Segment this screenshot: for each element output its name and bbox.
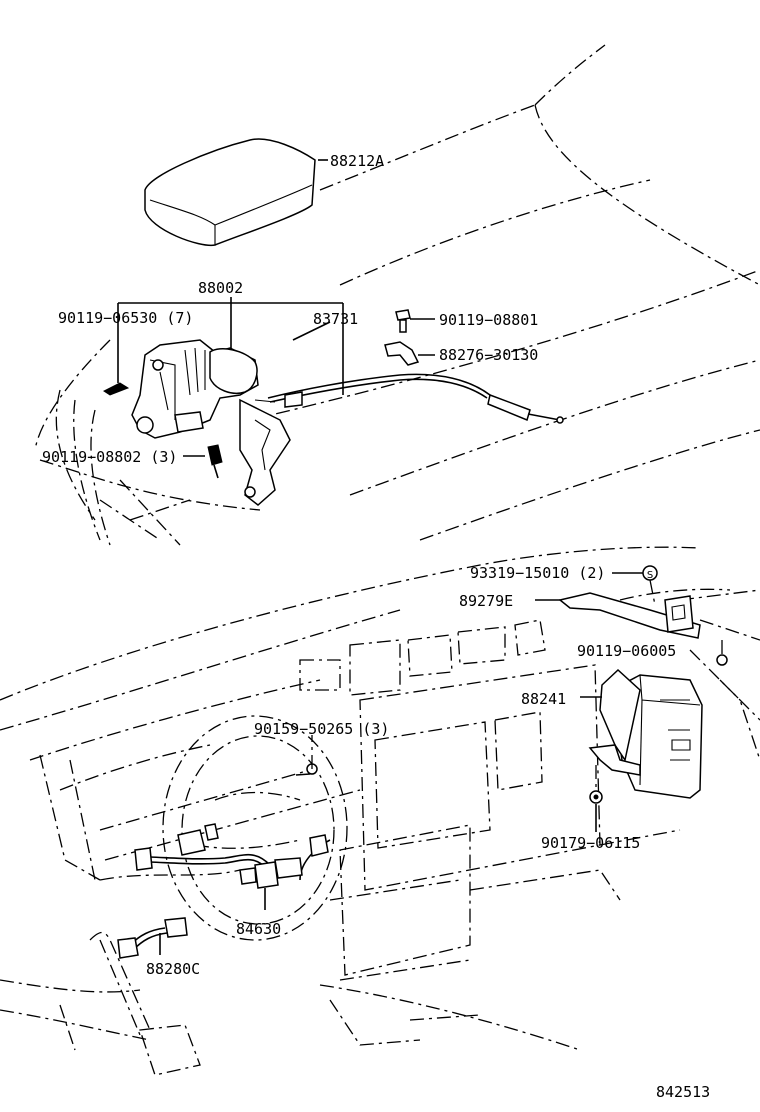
screw-90159-50265 xyxy=(295,735,318,776)
label-84630: 84630 xyxy=(236,920,281,938)
label-90179-06115: 90179−06115 xyxy=(541,834,640,852)
bolt-90119-08801 xyxy=(395,309,435,333)
label-90159-50265: 90159−50265 (3) xyxy=(254,720,389,738)
label-88002: 88002 xyxy=(198,279,243,297)
label-90119-08802: 90119−08802 (3) xyxy=(42,448,177,466)
label-90119-06005: 90119−06005 xyxy=(577,642,676,660)
clip-88276-30130 xyxy=(384,341,435,366)
pedal-outline xyxy=(89,931,201,1076)
cruise-computer-88241 xyxy=(588,668,703,799)
engine-bay-outline xyxy=(34,44,760,546)
label-88241: 88241 xyxy=(521,690,566,708)
nut-90179-06115 xyxy=(589,765,603,832)
cable-bracket xyxy=(239,398,291,506)
cruise-switch-harness xyxy=(134,823,331,910)
part-labels: 88212A 88002 90119−06530 (7) 83731 90119… xyxy=(42,152,710,1101)
cruise-actuator xyxy=(103,339,259,439)
label-89279e: 89279E xyxy=(459,592,513,610)
sensor-88280c xyxy=(117,917,188,959)
bracket-89279e xyxy=(558,592,701,639)
label-83731: 83731 xyxy=(313,310,358,328)
accelerator-cable xyxy=(254,321,564,424)
label-88212a: 88212A xyxy=(330,152,384,170)
bolt-90119-06005 xyxy=(716,640,728,666)
bolt-90119-08802 xyxy=(207,444,223,479)
label-93319-15010: 93319−15010 (2) xyxy=(470,564,605,582)
label-88280c: 88280C xyxy=(146,960,200,978)
marker-93319-15010: S xyxy=(612,565,658,606)
dashboard-outline xyxy=(0,546,760,1051)
label-90119-06530: 90119−06530 (7) xyxy=(58,309,193,327)
bracket-88002 xyxy=(118,297,344,395)
svg-text:S: S xyxy=(647,570,653,581)
label-90119-08801: 90119−08801 xyxy=(439,311,538,329)
label-88276-30130: 88276−30130 xyxy=(439,346,538,364)
cover-88212a xyxy=(144,138,316,247)
diagram-id: 842513 xyxy=(656,1083,710,1101)
